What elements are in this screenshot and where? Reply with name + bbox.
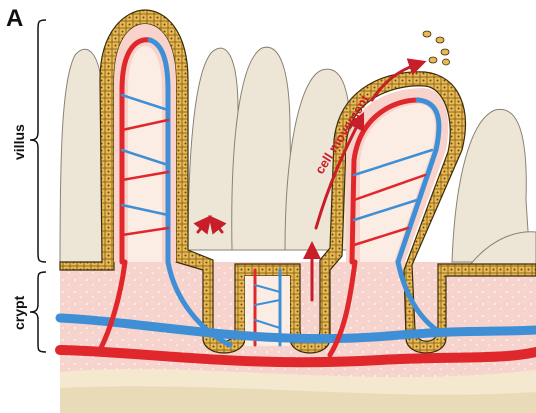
cell-movement-arrows (193, 58, 427, 302)
crypt-bracket (29, 271, 47, 353)
crypt-label: crypt (11, 295, 27, 330)
right-villus-vessels (349, 97, 442, 265)
panel-letter: A (6, 5, 23, 32)
villus-label: villus (11, 124, 27, 160)
villus-bracket (29, 19, 47, 263)
left-villus-vessels (119, 37, 171, 265)
region-brackets (29, 19, 47, 353)
shed-cells (422, 30, 450, 66)
submucosal-vessels (55, 259, 536, 368)
background-villi (59, 46, 536, 266)
